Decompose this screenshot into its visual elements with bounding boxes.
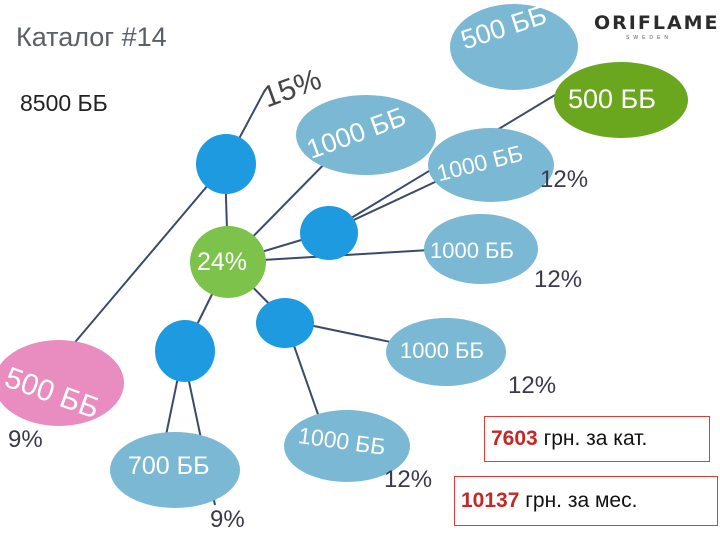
- monthly-income-amount: 10137: [461, 489, 520, 512]
- bubble-right-green: [554, 62, 688, 138]
- catalog-income-box: 7603 грн. за кат.: [484, 416, 710, 462]
- percent-right-1: 12%: [540, 166, 589, 193]
- node-3: [256, 298, 314, 348]
- center-node: [190, 226, 266, 298]
- bubble-bottom-mid: [284, 410, 410, 482]
- percent-pink: 9%: [8, 426, 43, 453]
- bubble-right-1: [428, 128, 554, 202]
- percent-right-2: 12%: [534, 266, 583, 293]
- main-points: 8500 ББ: [20, 90, 108, 116]
- bubble-upper-mid: [296, 95, 436, 175]
- logo-sub: SWEDEN: [626, 35, 672, 41]
- center-percent: 24%: [197, 248, 248, 276]
- catalog-title: Каталог #14: [16, 22, 167, 52]
- percent-bottom-mid: 12%: [384, 466, 433, 493]
- logo-brand: ORIFLAME: [594, 12, 720, 34]
- bubble-right-green-label: 500 ББ: [568, 84, 656, 114]
- line-node1-to-pink: [59, 164, 226, 361]
- bubble-right-2-label: 1000 ББ: [430, 238, 514, 263]
- bubble-bottom-left-label: 700 ББ: [128, 452, 210, 480]
- percent-bottom-left: 9%: [210, 506, 245, 533]
- catalog-income-amount: 7603: [491, 427, 538, 450]
- catalog-income-suffix: грн. за кат.: [543, 427, 648, 450]
- bubble-right-3: [386, 318, 506, 386]
- oriflame-logo: ORIFLAME SWEDEN: [594, 12, 720, 41]
- node-4: [155, 320, 215, 382]
- bubble-pink: [0, 340, 124, 426]
- monthly-income-box: 10137 грн. за мес.: [454, 476, 718, 526]
- percent-right-3: 12%: [508, 372, 557, 399]
- node-1: [196, 134, 256, 194]
- bubble-bottom-left: [110, 432, 240, 508]
- bubble-top: [450, 4, 578, 90]
- node-2: [300, 206, 358, 260]
- bubble-right-3-label: 1000 ББ: [400, 338, 484, 363]
- bubble-right-2: [424, 214, 538, 284]
- monthly-income-suffix: грн. за мес.: [525, 489, 638, 512]
